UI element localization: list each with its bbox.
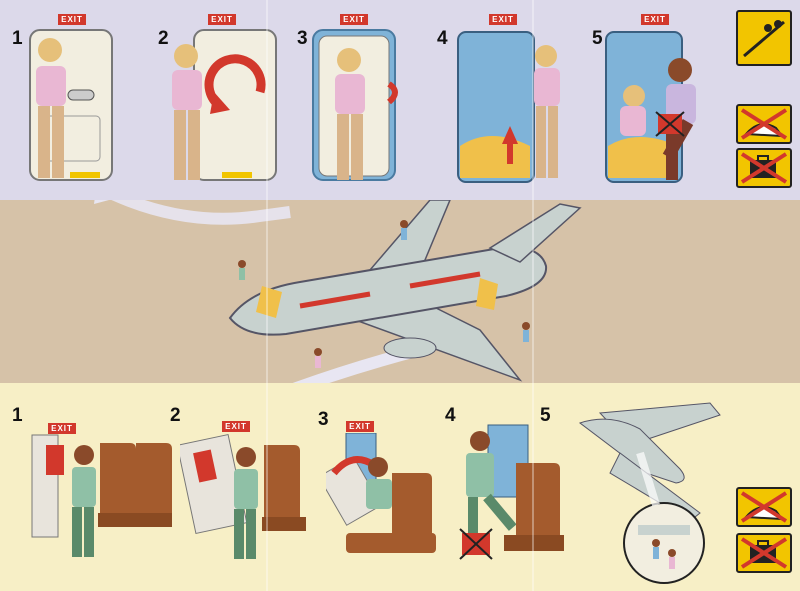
door-step-4: 4: [437, 28, 448, 49]
window-exit-step-5: [578, 402, 721, 584]
exit-sign: EXIT: [641, 14, 669, 25]
window-step-3: 3: [318, 409, 329, 430]
card-fold-line: [532, 0, 534, 591]
exit-sign: EXIT: [48, 423, 76, 434]
slide-jump-icon: [736, 10, 792, 66]
no-baggage-icon: [736, 148, 792, 188]
door-jump-step-5: [605, 31, 696, 183]
aircraft-overview-band: [0, 200, 800, 383]
window-step-2: 2: [170, 405, 181, 426]
door-step-5: 5: [592, 28, 603, 49]
no-high-heels-icon: [736, 104, 792, 144]
door-open-step-4: [457, 31, 560, 183]
door-step-3: 3: [297, 28, 308, 49]
exit-sign: EXIT: [222, 421, 250, 432]
door-open-step-1: [29, 29, 113, 181]
door-open-step-3: [312, 29, 398, 181]
window-exit-band: 1 EXIT 2 EXIT 3 EXIT: [0, 383, 800, 591]
card-fold-line: [266, 0, 268, 591]
exit-sign: EXIT: [58, 14, 86, 25]
no-baggage-icon: [736, 533, 792, 573]
exit-sign: EXIT: [208, 14, 236, 25]
door-step-1: 1: [12, 28, 23, 49]
aircraft-diagram: [94, 200, 582, 383]
window-step-1: 1: [12, 405, 23, 426]
window-exit-step-3: [326, 433, 436, 553]
window-exit-step-1: [31, 434, 172, 557]
window-step-4: 4: [445, 405, 456, 426]
window-step-5: 5: [540, 405, 551, 426]
window-exit-step-2: [180, 433, 306, 559]
door-open-step-2: [172, 29, 277, 181]
exit-sign: EXIT: [489, 14, 517, 25]
window-exit-step-4: [459, 424, 564, 560]
no-high-heels-icon: [736, 487, 792, 527]
door-exit-band: 1 EXIT 2 EXIT 3 EXIT: [0, 0, 800, 200]
exit-sign: EXIT: [340, 14, 368, 25]
exit-sign: EXIT: [346, 421, 374, 432]
door-step-2: 2: [158, 28, 169, 49]
